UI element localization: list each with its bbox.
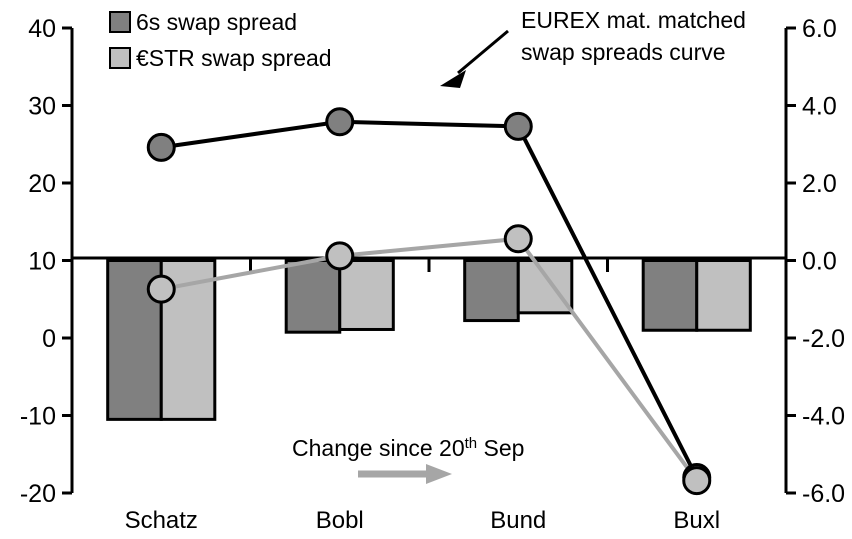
right-tick-label: -2.0: [802, 325, 845, 353]
left-tick-label: 40: [28, 15, 56, 43]
change-annotation-label: Change since 20th Sep: [292, 435, 524, 461]
axes-group: [62, 26, 796, 495]
marker-bund: [503, 111, 533, 141]
right-tick-label: 2.0: [802, 170, 837, 198]
right-tick-label: 6.0: [802, 15, 837, 43]
bar-bund-s1: [516, 259, 574, 315]
left-tick-label: 0: [42, 325, 56, 353]
right-tick-label: -4.0: [802, 403, 845, 431]
left-axis-ticks: [62, 26, 72, 495]
bar-bobl-s0: [284, 259, 342, 334]
eurex-annotation: EUREX mat. matched swap spreads curve: [440, 7, 746, 88]
left-tick-label: -10: [20, 403, 56, 431]
marker-buxl: [682, 466, 712, 496]
legend-label-estr: €STR swap spread: [136, 45, 332, 71]
marker-bobl: [325, 107, 355, 137]
legend-swatch-estr: [109, 47, 131, 69]
bar-bobl-s1: [338, 259, 395, 331]
left-tick-label: -20: [20, 480, 56, 508]
line-series-group: [146, 107, 712, 496]
left-tick-label: 20: [28, 170, 56, 198]
eurex-annotation-arrow-shaft: [457, 29, 509, 75]
eurex-annotation-line1: EUREX mat. matched: [521, 7, 746, 33]
bar-buxl-s0: [641, 259, 699, 332]
change-annotation-arrow-head: [426, 464, 452, 484]
category-labels: Schatz Bobl Bund Buxl: [125, 507, 721, 534]
change-annotation: Change since 20th Sep: [292, 435, 524, 484]
bar-bund-s0: [463, 259, 520, 323]
left-tick-label: 10: [28, 248, 56, 276]
marker-bund: [503, 224, 533, 254]
line-eurex: [160, 119, 699, 479]
marker-schatz: [146, 274, 176, 304]
category-label-bund: Bund: [490, 507, 546, 534]
right-tick-label: 4.0: [802, 93, 837, 121]
left-axis-tick-labels: 40 30 20 10 0 -10 -20: [20, 15, 56, 508]
bar-buxl-s1: [695, 259, 752, 332]
category-label-schatz: Schatz: [125, 507, 198, 534]
category-label-buxl: Buxl: [673, 507, 720, 534]
marker-schatz: [146, 132, 176, 162]
chart-legend: 6s swap spread €STR swap spread: [109, 9, 332, 71]
legend-swatch-6s: [109, 11, 131, 33]
left-tick-label: 30: [28, 93, 56, 121]
category-axis-ticks: [249, 258, 609, 272]
line-change: [160, 236, 699, 482]
legend-label-6s: 6s swap spread: [136, 9, 297, 35]
right-tick-label: -6.0: [802, 480, 845, 508]
right-axis-ticks: [786, 26, 796, 495]
right-tick-label: 0.0: [802, 248, 837, 276]
category-label-bobl: Bobl: [316, 507, 364, 534]
right-axis-tick-labels: 6.0 4.0 2.0 0.0 -2.0 -4.0 -6.0: [802, 15, 845, 508]
eurex-annotation-arrow-head: [440, 70, 466, 88]
eurex-annotation-line2: swap spreads curve: [521, 39, 726, 65]
marker-bobl: [325, 241, 355, 271]
